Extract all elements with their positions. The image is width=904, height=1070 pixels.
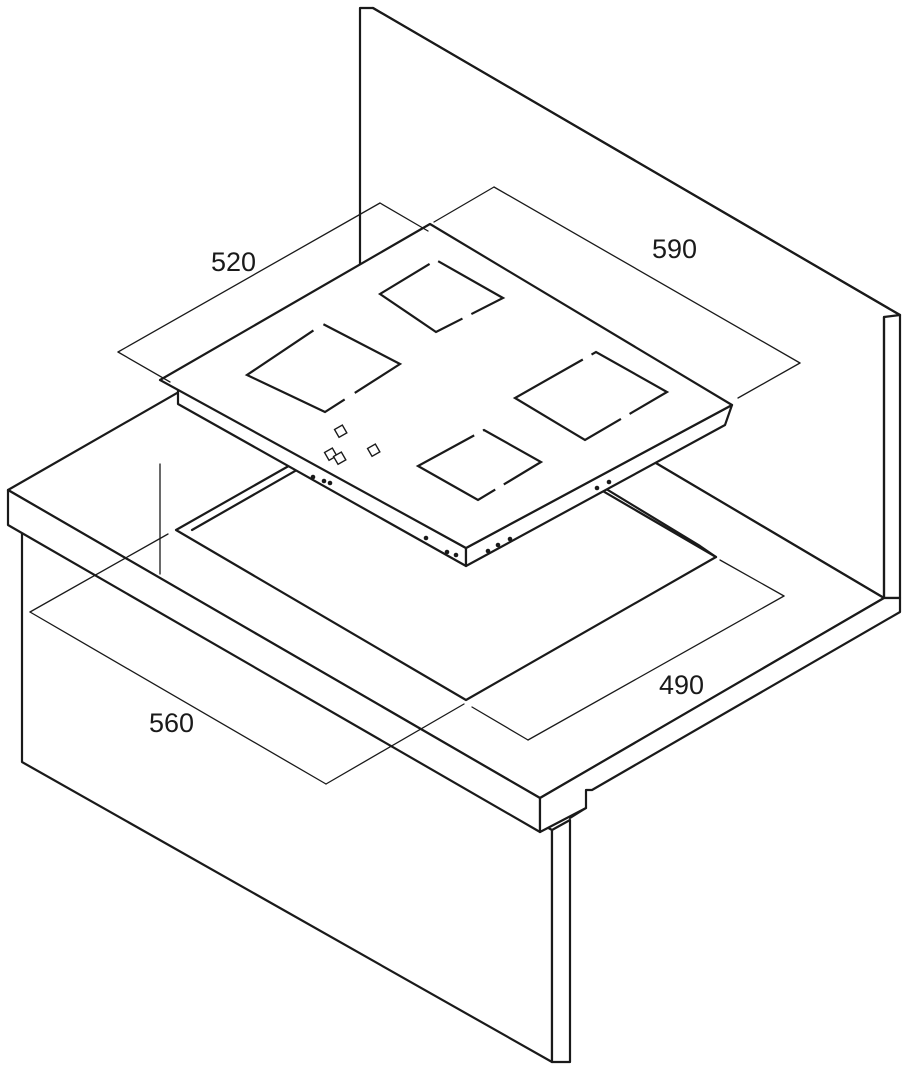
cooking-zone-back-left — [377, 258, 506, 334]
cooking-zone-back-right — [512, 350, 670, 442]
mounting-holes — [310, 474, 612, 558]
hob — [158, 222, 734, 568]
cooking-zone-front-left — [244, 322, 403, 414]
label-hob-width: 590 — [652, 234, 697, 264]
dimension-lines — [29, 186, 801, 785]
label-cutout-width: 560 — [149, 708, 194, 738]
label-hob-depth: 520 — [211, 247, 256, 277]
hob-glass-top — [158, 222, 734, 550]
control-key-icon — [332, 451, 347, 466]
control-key-icon — [333, 424, 348, 439]
cooking-zone-front-right — [415, 428, 544, 502]
touch-controls — [323, 424, 381, 466]
label-cutout-depth: 490 — [659, 670, 704, 700]
dimension-labels: 520 590 490 560 — [149, 234, 704, 738]
control-key-icon — [366, 443, 381, 458]
